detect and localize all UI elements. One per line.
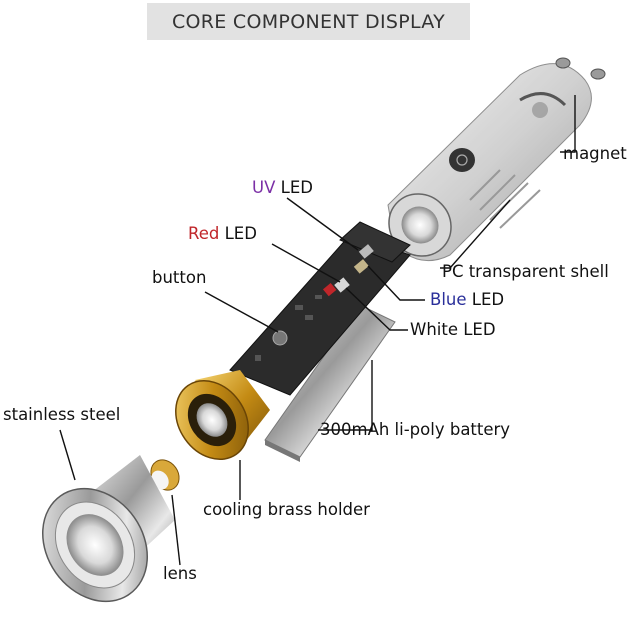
leader-battery (318, 360, 373, 431)
leader-stainless-steel (59, 429, 76, 481)
label-pc-shell: PC transparent shell (442, 262, 609, 281)
page-title: CORE COMPONENT DISPLAY (171, 10, 446, 33)
leader-uv-led (286, 197, 359, 251)
label-stainless-steel: stainless steel (3, 405, 121, 424)
leader-red-led (271, 243, 341, 283)
label-red-led: Red LED (188, 224, 257, 243)
pc-transparent-shell (387, 63, 592, 262)
leader-magnet (560, 95, 576, 153)
pcb-board (229, 221, 411, 396)
label-red-colored: Red (188, 224, 220, 243)
cooling-brass-holder (175, 370, 270, 461)
label-blue-rest: LED (466, 290, 505, 309)
leader-button (204, 291, 279, 333)
shell-button-icon (449, 148, 475, 172)
magnet-pieces (555, 57, 606, 80)
red-led (322, 282, 337, 297)
pcb-button (272, 330, 288, 346)
white-led (334, 277, 350, 293)
label-blue-colored: Blue (430, 290, 467, 309)
label-uv-rest: LED (275, 178, 313, 197)
leader-white-led (345, 287, 408, 331)
leader-lens (171, 494, 181, 566)
label-button: button (152, 268, 207, 287)
label-lens: lens (163, 564, 197, 583)
blue-led (353, 259, 369, 274)
title-banner: CORE COMPONENT DISPLAY (147, 3, 470, 40)
label-white-led: White LED (410, 320, 496, 339)
leader-blue-led (367, 265, 425, 301)
leader-lines (59, 95, 576, 566)
label-red-rest: LED (219, 224, 257, 243)
label-uv-colored: UV (252, 178, 276, 197)
label-battery: 300mAh li-poly battery (320, 420, 511, 439)
uv-led (358, 244, 374, 259)
leader-pc-shell (440, 199, 511, 269)
stainless-steel-head (41, 455, 175, 603)
label-magnet: magnet (563, 144, 627, 163)
label-blue-led: Blue LED (430, 290, 504, 309)
label-brass-holder: cooling brass holder (203, 500, 370, 519)
label-uv-led: UV LED (252, 178, 313, 197)
